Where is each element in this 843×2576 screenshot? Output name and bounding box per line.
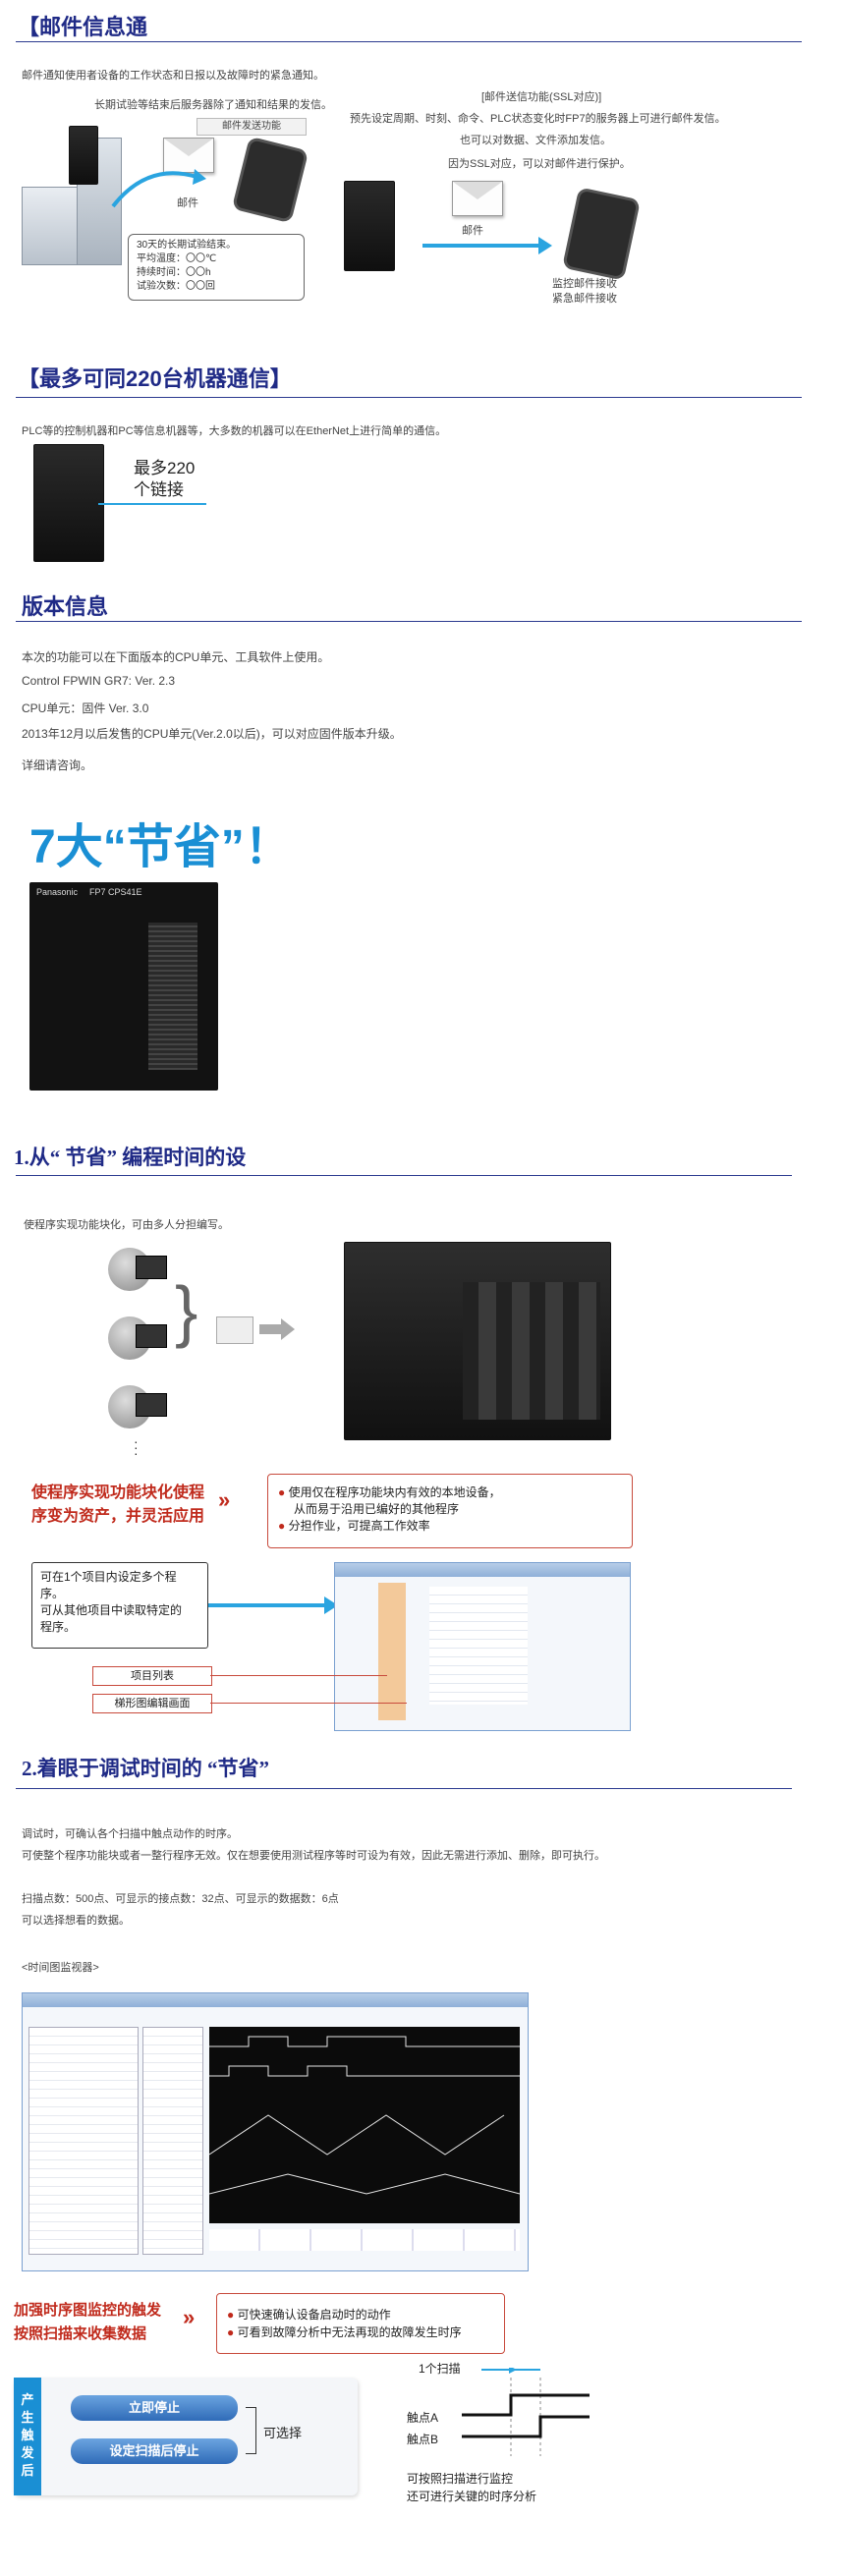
divider [16, 1788, 792, 1789]
mail-bubble: 30天的长期试验结束。 平均温度：〇〇℃ 持续时间：〇〇h 试验次数：〇〇回 [128, 234, 305, 301]
version-line: CPU单元：固件 Ver. 3.0 [22, 701, 149, 715]
envelope-label: 邮件 [177, 197, 198, 209]
version-title: 版本信息 [22, 594, 109, 619]
section-220-intro: PLC等的控制机器和PC等信息机器等，大多数的机器可以在EtherNet上进行简… [22, 425, 447, 437]
section2-line: 可以选择想看的数据。 [22, 1915, 130, 1927]
envelope-icon [163, 138, 214, 173]
program-box: 可在1个项目内设定多个程 序。 可从其他项目中读取特定的 程序。 [31, 1562, 208, 1649]
brace-icon: } [175, 1272, 198, 1349]
link-count-label: 最多220 个链接 [134, 459, 196, 499]
stop-immediately-button[interactable]: 立即停止 [71, 2395, 238, 2421]
stop-after-scan-button[interactable]: 设定扫描后停止 [71, 2438, 238, 2464]
tablet-caption: 监控邮件接收 紧急邮件接收 [552, 278, 617, 305]
ssl-line-3: 因为SSL对应，可以对邮件进行保护。 [448, 158, 631, 170]
section1-red-caption: 使程序实现功能块化使程 序变为资产，并灵活应用 [31, 1484, 205, 1525]
divider [16, 397, 802, 398]
section1-intro: 使程序实现功能块化，可由多人分担编写。 [24, 1219, 229, 1231]
arrow-right-icon [538, 237, 552, 254]
folder-icon [216, 1316, 253, 1344]
mail-left-caption: 长期试验等结束后服务器除了通知和结果的发信。 [94, 99, 332, 111]
plc-unit [33, 444, 104, 562]
divider [16, 41, 802, 42]
server-cabinet [22, 187, 79, 265]
scan-label: 1个扫描 [419, 2362, 461, 2376]
chevron-right-icon: » [218, 1487, 231, 1512]
contact-a-label: 触点A [407, 2411, 439, 2425]
version-line: Control FPWIN GR7: Ver. 2.3 [22, 674, 176, 688]
version-line: 2013年12月以后发售的CPU单元(Ver.2.0以后)，可以对应固件版本升级… [22, 727, 402, 741]
section2-line: 扫描点数：500点、可显示的接点数：32点、可显示的数据数：6点 [22, 1893, 339, 1905]
version-line: 本次的功能可以在下面版本的CPU单元、工具软件上使用。 [22, 650, 330, 664]
software-screenshot [334, 1562, 631, 1731]
arrow-shaft [259, 1324, 281, 1334]
mail-function-label: 邮件发送功能 [197, 118, 307, 136]
trigger-side-label: 产 生 触 发 后 [14, 2378, 41, 2495]
plc-module-photo [344, 1242, 611, 1440]
bullet-icon: ● [278, 1519, 286, 1533]
version-line: 详细请咨询。 [22, 758, 93, 772]
tag-ladder-editor: 梯形图编辑画面 [92, 1694, 212, 1713]
bullet-icon: ● [227, 2325, 235, 2339]
divider [16, 1175, 792, 1176]
section2-line: <时间图监视器> [22, 1962, 99, 1974]
mail-intro: 邮件通知使用者设备的工作状态和日报以及故障时的紧急通知。 [22, 70, 324, 82]
ssl-heading: [邮件送信功能(SSL对应)] [481, 91, 602, 103]
select-label: 可选择 [263, 2426, 303, 2440]
section1-title: 1.从“ 节省” 编程时间的设 [14, 1146, 247, 1169]
ssl-line-2: 也可以对数据、文件添加发信。 [460, 135, 611, 146]
ssl-line-1: 预先设定周期、时刻、命令、PLC状态变化时FP7的服务器上可进行邮件发信。 [350, 113, 726, 125]
bullet-icon: ● [227, 2308, 235, 2322]
section2-line: 可使整个程序功能块或者一整行程序无效。仅在想要使用测试程序等时可设为有效，因此无… [22, 1850, 605, 1862]
laptop-icon [136, 1324, 167, 1348]
section2-red-caption: 加强时序图监控的触发 按照扫描来收集数据 [14, 2302, 162, 2342]
section-220-title: 【最多可同220台机器通信】 [18, 366, 292, 391]
arrow-right-icon [281, 1318, 295, 1340]
laptop-icon [136, 1256, 167, 1279]
connector-line [210, 1675, 387, 1676]
plc-unit [69, 126, 98, 185]
time-chart-window [22, 1992, 529, 2271]
envelope-icon [452, 181, 503, 216]
arrow-shaft [422, 244, 540, 248]
savings-headline: 7大“节省”！ [29, 821, 292, 873]
divider [16, 621, 802, 622]
timing-diagram [462, 2368, 590, 2456]
fp7-plc-photo: Panasonic FP7 CPS41E [29, 882, 218, 1091]
section2-callout: ● 可快速确认设备启动时的动作 ● 可看到故障分析中无法再现的故障发生时序 [216, 2293, 505, 2354]
section2-title: 2.着眼于调试时间的 “节省” [22, 1757, 269, 1780]
arrow-shaft [208, 1603, 326, 1607]
link-line [98, 503, 206, 505]
bracket-icon [246, 2407, 256, 2454]
section1-callout: ● 使用仅在程序功能块内有效的本地设备， 从而易于沿用已编好的其他程序 ● 分担… [267, 1474, 633, 1548]
connector-line [210, 1703, 407, 1704]
trigger-panel: 产 生 触 发 后 立即停止 设定扫描后停止 可选择 [14, 2378, 358, 2495]
tag-project-list: 项目列表 [92, 1666, 212, 1686]
laptop-icon [136, 1393, 167, 1417]
mail-section-title: 【邮件信息通 [18, 15, 148, 39]
more-dots-icon: ··· [134, 1433, 139, 1461]
timing-caption: 可按照扫描进行监控 还可进行关键的时序分析 [407, 2472, 537, 2503]
right-envelope-label: 邮件 [462, 225, 483, 237]
fp7-plc-icon [344, 181, 395, 271]
chevron-right-icon: » [183, 2305, 196, 2329]
curved-arrow-icon [111, 169, 206, 208]
bullet-icon: ● [278, 1485, 286, 1499]
tablet-icon [561, 187, 642, 281]
contact-b-label: 触点B [407, 2433, 439, 2446]
section2-line: 调试时，可确认各个扫描中触点动作的时序。 [22, 1828, 238, 1840]
